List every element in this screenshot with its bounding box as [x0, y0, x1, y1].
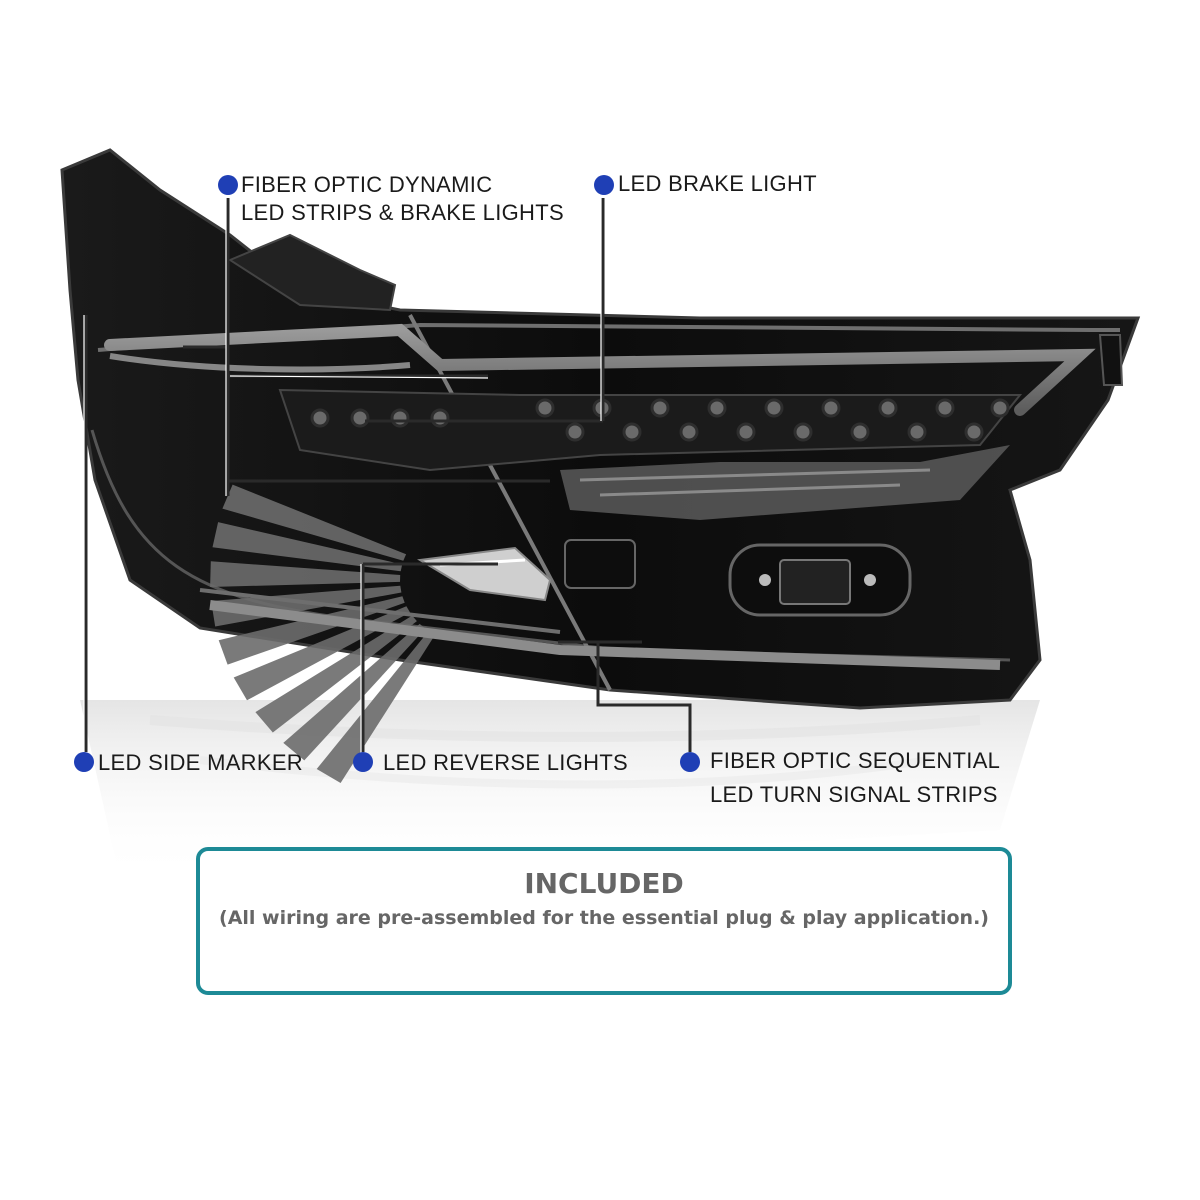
reflection — [80, 700, 1040, 880]
led-dot — [793, 422, 813, 442]
turn-signal-strip — [199, 588, 1001, 670]
fan-blade — [222, 484, 407, 561]
led-dot — [707, 398, 727, 418]
led-dot — [535, 398, 555, 418]
fan-blade — [211, 585, 402, 627]
connectors — [564, 539, 912, 617]
fan-blade — [210, 561, 401, 587]
brake-light-label: LED BRAKE LIGHT — [618, 171, 817, 196]
fiber-dynamic-label-line1: FIBER OPTIC DYNAMIC — [241, 172, 493, 197]
led-dot — [350, 408, 370, 428]
led-dot — [935, 398, 955, 418]
led-dot — [430, 408, 450, 428]
fan-blade — [283, 623, 426, 761]
bullet-fiber-dynamic — [218, 175, 238, 195]
led-dot — [736, 422, 756, 442]
sequential-label-line2: LED TURN SIGNAL STRIPS — [710, 782, 998, 807]
led-dot — [850, 422, 870, 442]
led-dot — [622, 422, 642, 442]
led-dot — [650, 398, 670, 418]
leader-lines — [84, 198, 692, 752]
fan-blade — [212, 522, 403, 572]
led-dot — [310, 408, 330, 428]
included-panel: INCLUDED (All wiring are pre-assembled f… — [196, 847, 1012, 995]
led-dot — [821, 398, 841, 418]
led-dot — [990, 398, 1010, 418]
sequential-label-line1: FIBER OPTIC SEQUENTIAL — [710, 748, 1001, 773]
fiber-dynamic-label-line2: LED STRIPS & BRAKE LIGHTS — [241, 200, 564, 225]
bullet-side-marker — [74, 752, 94, 772]
led-dots — [310, 398, 1010, 442]
led-dot — [764, 398, 784, 418]
led-dot — [964, 422, 984, 442]
reverse-lights-label: LED REVERSE LIGHTS — [383, 750, 629, 775]
included-subtitle: (All wiring are pre-assembled for the es… — [219, 907, 989, 929]
fan-blade — [255, 615, 417, 733]
led-dot — [907, 422, 927, 442]
led-dot — [390, 408, 410, 428]
bullet-reverse-lights — [353, 752, 373, 772]
led-dot — [565, 422, 585, 442]
bullet-sequential — [680, 752, 700, 772]
bullet-brake-light — [594, 175, 614, 195]
included-title: INCLUDED — [524, 867, 684, 900]
fan-blade — [218, 596, 405, 665]
side-marker-label: LED SIDE MARKER — [98, 750, 303, 775]
fan-blade — [316, 630, 436, 783]
right-swoosh-blades — [560, 445, 1010, 520]
upper-led-strip — [104, 323, 1096, 416]
leader-line-highlights — [83, 198, 602, 752]
led-dot — [878, 398, 898, 418]
led-dot — [679, 422, 699, 442]
